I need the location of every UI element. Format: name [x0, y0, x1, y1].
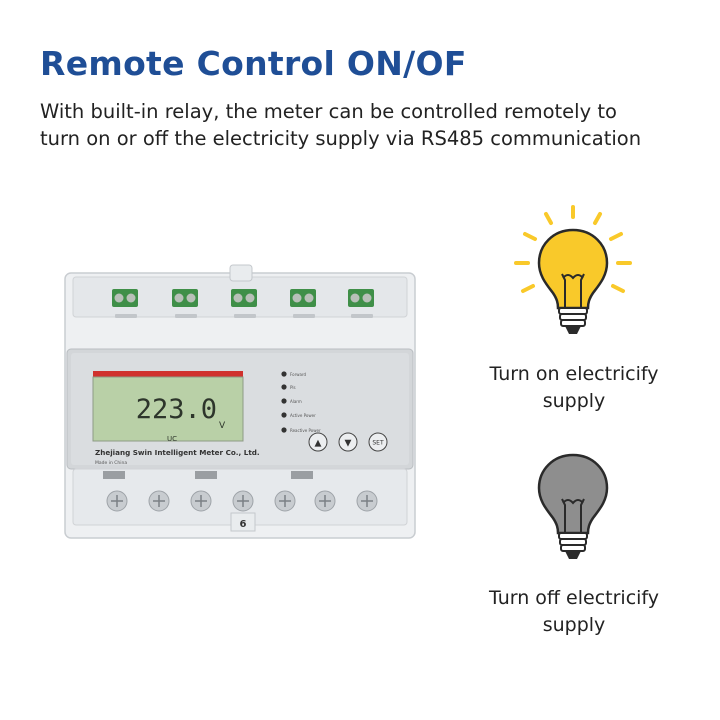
bottom-busbars [103, 471, 313, 479]
screw-terminal-7 [356, 490, 378, 512]
bulb-glass [537, 228, 609, 310]
green-terminal-1 [112, 289, 138, 307]
lcd-subunit: UC [167, 435, 177, 443]
description-line-1: With built-in relay, the meter can be co… [40, 100, 617, 123]
top-terminal-markings [115, 314, 373, 318]
green-terminal-2 [172, 289, 198, 307]
description-line-2: turn on or off the electricity supply vi… [40, 127, 642, 150]
top-latch [229, 264, 253, 282]
indicator-label-alarm: Alarm [290, 399, 302, 404]
screw-terminal-2 [148, 490, 170, 512]
down-arrow-icon: ▼ [345, 439, 352, 449]
green-terminal-5 [348, 289, 374, 307]
manufacturer-label: Zhejiang Swin Intelligent Meter Co., Ltd… [95, 448, 260, 457]
status-indicators: Forward Pls Alarm Active Power Reactive … [281, 371, 321, 433]
center-terminal-label: 6 [240, 519, 247, 530]
screw-terminal-1 [106, 490, 128, 512]
indicator-led-alarm [281, 398, 287, 404]
lightbulb-off-icon [537, 453, 609, 559]
lcd-reading: 223.0 [136, 394, 217, 425]
bottom-screw-terminals [106, 490, 378, 512]
screw-terminal-3 [190, 490, 212, 512]
origin-label: Made in China [95, 460, 127, 466]
meter-up-button[interactable]: ▲ [308, 432, 328, 452]
lcd-screen [92, 376, 244, 442]
turn-on-caption-line-2: supply [542, 390, 606, 412]
indicator-led-pls [281, 384, 287, 390]
turn-off-caption: Turn off electricify supply [464, 585, 684, 639]
indicator-label-forward: Forward [290, 372, 307, 377]
indicator-led-reactive-power [281, 427, 287, 433]
indicator-label-reactive-power: Reactive Power [290, 428, 321, 433]
turn-off-caption-line-1: Turn off electricify [488, 587, 660, 609]
description: With built-in relay, the meter can be co… [40, 98, 690, 152]
meter-down-button[interactable]: ▼ [338, 432, 358, 452]
up-arrow-icon: ▲ [315, 439, 322, 449]
bulb-glass-off [537, 453, 609, 535]
top-green-terminals [112, 289, 374, 307]
indicator-label-pls: Pls [290, 385, 296, 390]
lcd-red-bar [93, 371, 243, 377]
turn-on-caption-line-1: Turn on electricify [489, 363, 659, 385]
turn-off-caption-line-2: supply [542, 614, 606, 636]
green-terminal-4 [290, 289, 316, 307]
bulb-filament-off [561, 498, 585, 533]
light-rays [514, 205, 632, 293]
indicator-led-forward [281, 371, 287, 377]
indicator-led-active-power [281, 412, 287, 418]
screw-terminal-6 [314, 490, 336, 512]
green-terminal-3 [231, 289, 257, 307]
energy-meter-illustration: 223.0 V UC Zhejiang Swin Intelligent Met… [64, 264, 416, 539]
lightbulb-on-icon [514, 205, 632, 334]
bulb-filament [561, 273, 585, 308]
bottom-latch [230, 512, 256, 532]
energy-meter: 223.0 V UC Zhejiang Swin Intelligent Met… [55, 243, 425, 547]
lcd-unit: V [219, 421, 226, 431]
screw-terminal-5 [274, 490, 296, 512]
bulb-tip-off [565, 551, 581, 559]
bulb-tip [565, 326, 581, 334]
indicator-label-active-power: Active Power [290, 413, 316, 418]
set-button-label: SET [372, 440, 384, 447]
page-title: Remote Control ON/OF [40, 44, 467, 83]
turn-on-caption: Turn on electricify supply [464, 361, 684, 415]
meter-set-button[interactable]: SET [368, 432, 388, 452]
screw-terminal-4 [232, 490, 254, 512]
